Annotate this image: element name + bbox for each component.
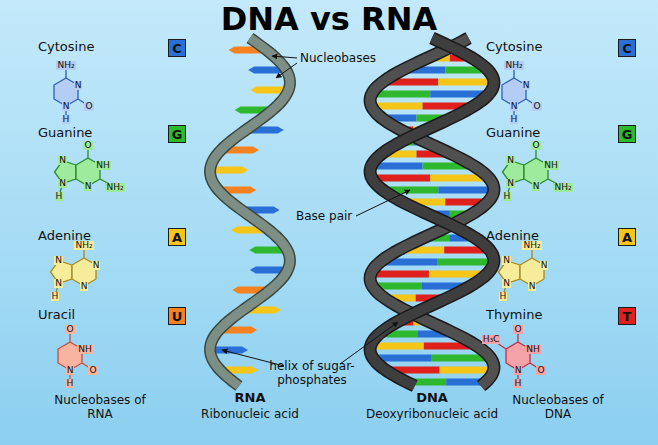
base-letter: G [172, 128, 183, 141]
base-letter: U [172, 310, 183, 323]
atom-label: O [84, 102, 93, 111]
leader-line [340, 322, 398, 364]
letter-badge: C [618, 39, 636, 57]
atom-label: N [506, 156, 515, 165]
atom-label: O [65, 325, 74, 334]
base-letter: C [172, 42, 182, 55]
atom-label: H [510, 115, 519, 124]
callout-label: Nucleobases [300, 52, 376, 66]
atom-label: N [84, 182, 93, 191]
atom-label: NH₂ [74, 241, 93, 250]
base-bar [438, 79, 494, 86]
leader-line [276, 63, 297, 78]
letter-badge: G [168, 125, 186, 143]
dna-backbone [370, 38, 494, 386]
base-letter: G [622, 128, 633, 141]
atom-label: H₃C [482, 335, 501, 344]
atom-label: NH₂ [553, 183, 572, 192]
letter-badge: A [618, 228, 636, 246]
atom-label: N [92, 261, 101, 270]
atom-label: O [536, 366, 545, 375]
molecule-fullname: Ribonucleic acid [201, 408, 299, 422]
base-letter: C [622, 42, 632, 55]
atom-label: N [522, 81, 531, 90]
atom-label: N [62, 102, 71, 111]
base-letter: A [172, 231, 182, 244]
atom-label: N [528, 282, 537, 291]
atom-label: H [51, 292, 60, 301]
atom-label: H [62, 115, 71, 124]
atom-label: N [80, 282, 89, 291]
atom-label: NH₂ [105, 183, 124, 192]
base-letter: T [623, 310, 632, 323]
rna-backbone [210, 38, 290, 386]
atom-label: N [510, 102, 519, 111]
dna-backbone [370, 38, 494, 386]
nucleobase-structure [58, 329, 93, 383]
atom-label: NH₂ [504, 61, 523, 70]
atom-label: NH [525, 345, 541, 354]
base-name: Guanine [486, 126, 540, 141]
nucleobase-structure [502, 65, 537, 119]
atom-label: N [540, 261, 549, 270]
atom-label: O [513, 325, 522, 334]
atom-label: NH₂ [522, 241, 541, 250]
base-name: Uracil [38, 308, 75, 323]
atom-label: NH [543, 161, 559, 170]
dna-backbone [370, 38, 494, 386]
nucleobase-structure [51, 245, 97, 296]
letter-badge: G [618, 125, 636, 143]
atom-label: NH [77, 345, 93, 354]
rna-backbone [210, 38, 290, 386]
leader-line [356, 190, 410, 216]
atom-label: N [506, 179, 515, 188]
base-bar [437, 259, 494, 266]
atom-label: N [502, 256, 511, 265]
atom-label: N [54, 256, 63, 265]
atom-label: H [55, 192, 64, 201]
letter-badge: U [168, 307, 186, 325]
letter-badge: C [168, 39, 186, 57]
base-bar [438, 187, 494, 194]
nucleobase-structure [54, 65, 89, 119]
callout-label: helix of sugar-phosphates [256, 360, 368, 388]
letter-badge: A [168, 228, 186, 246]
atom-label: H [503, 192, 512, 201]
letter-badge: T [618, 307, 636, 325]
atom-label: N [58, 179, 67, 188]
atom-label: O [83, 141, 92, 150]
molecule-fullname: Deoxyribonucleic acid [366, 408, 498, 422]
base-name: Guanine [38, 126, 92, 141]
leader-line [272, 56, 297, 58]
column-caption: Nucleobases of DNA [498, 394, 618, 422]
base-letter: A [622, 231, 632, 244]
atom-label: N [502, 279, 511, 288]
atom-label: N [54, 279, 63, 288]
atom-label: H [499, 292, 508, 301]
atom-label: NH₂ [56, 61, 75, 70]
atom-label: N [514, 366, 523, 375]
atom-label: N [58, 156, 67, 165]
base-name: Cytosine [38, 40, 94, 55]
atom-label: N [66, 366, 75, 375]
base-name: Thymine [486, 308, 542, 323]
column-caption: Nucleobases of RNA [40, 394, 160, 422]
nucleobase-structure [499, 245, 545, 296]
atom-label: NH [95, 161, 111, 170]
atom-label: O [532, 102, 541, 111]
molecule-name: DNA [416, 391, 448, 406]
atom-label: N [74, 81, 83, 90]
molecule-name: RNA [235, 391, 266, 406]
atom-label: O [531, 141, 540, 150]
atom-label: O [88, 366, 97, 375]
atom-label: N [532, 182, 541, 191]
callout-label: Base pair [296, 210, 352, 224]
base-name: Cytosine [486, 40, 542, 55]
title: DNA vs RNA [221, 1, 437, 38]
dna-backbone [370, 38, 494, 386]
atom-label: H [514, 379, 523, 388]
atom-label: H [66, 379, 75, 388]
